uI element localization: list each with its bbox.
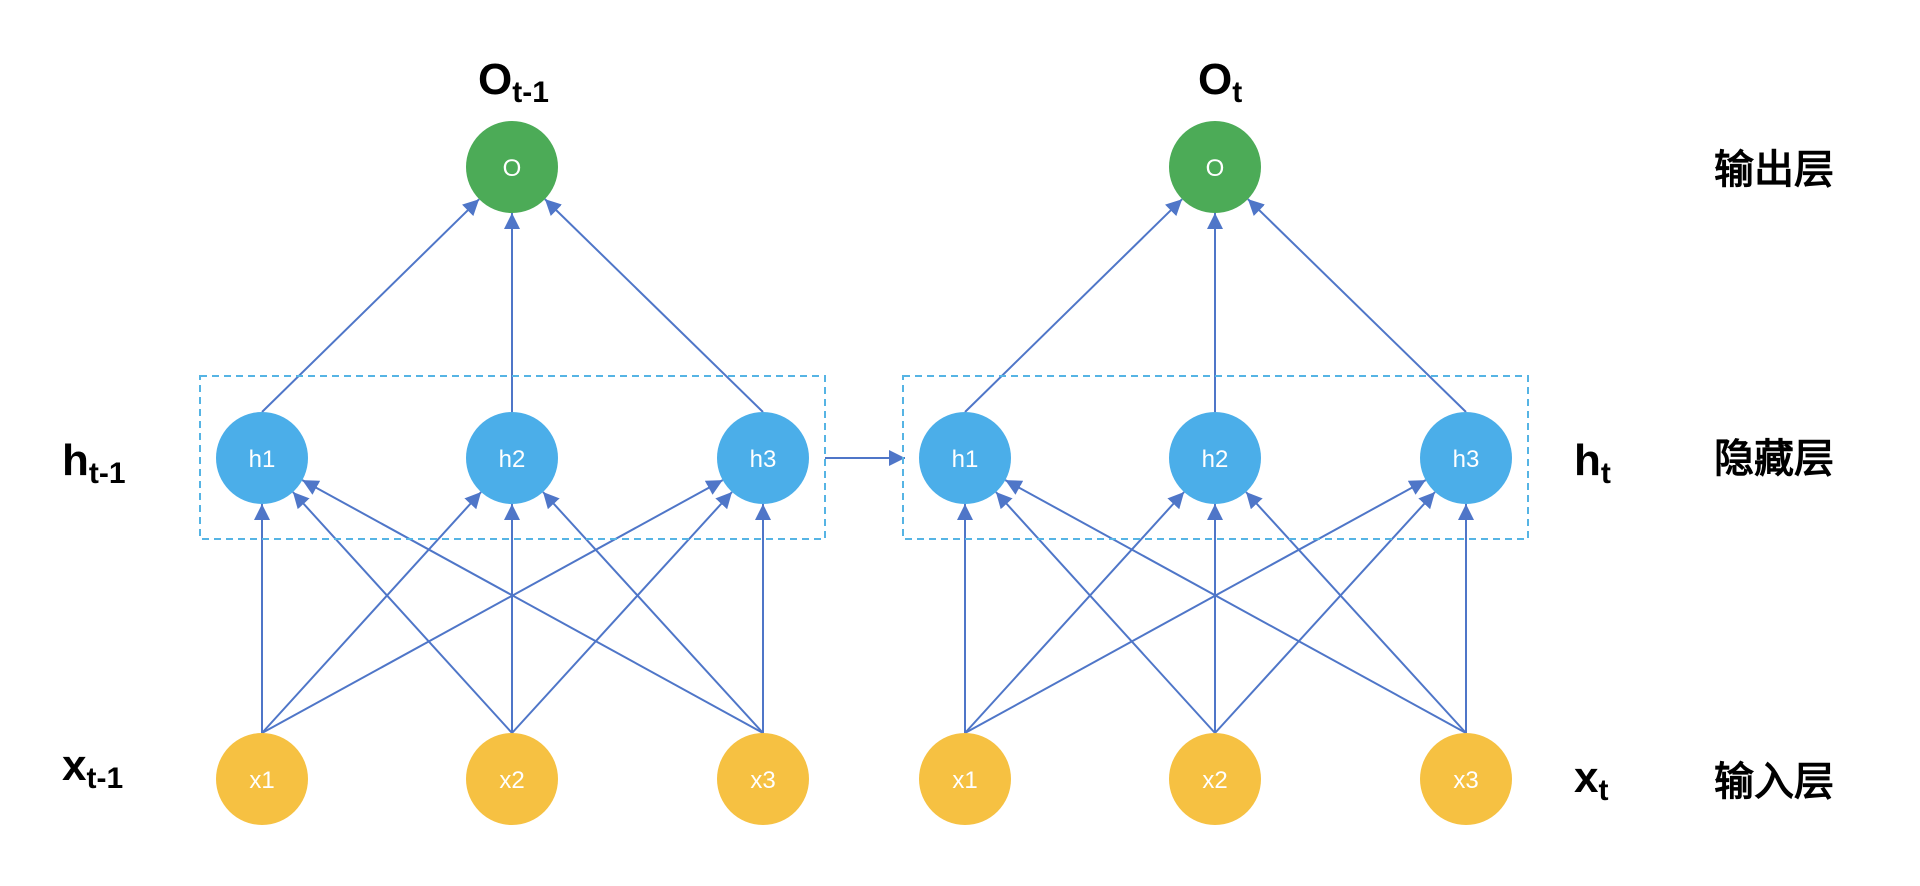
edge-hidden-output xyxy=(261,198,480,413)
edge-hidden-output xyxy=(964,198,1183,413)
hidden-node-label: h2 xyxy=(499,446,526,473)
hidden-node-circle xyxy=(717,412,809,504)
edge-input-hidden xyxy=(301,479,764,734)
hidden-label-prev: ht-1 xyxy=(62,436,126,490)
edges xyxy=(254,198,1474,734)
output-node: O xyxy=(1169,121,1261,213)
hidden-node-circle xyxy=(216,412,308,504)
hidden-node-label: h1 xyxy=(952,446,979,473)
hidden-node-circle xyxy=(1420,412,1512,504)
input-node-label: x3 xyxy=(1453,767,1478,794)
input-node: x2 xyxy=(1169,733,1261,825)
hidden-layer-boxes xyxy=(199,375,1529,540)
edge-input-hidden xyxy=(1214,491,1436,734)
input-node: x2 xyxy=(466,733,558,825)
hidden-node: h1 xyxy=(216,412,308,504)
output-label-curr: Ot xyxy=(1198,55,1242,109)
edge-hidden-output xyxy=(1247,198,1467,413)
input-node-circle xyxy=(1169,733,1261,825)
input-node: x1 xyxy=(919,733,1011,825)
hidden-layer-box xyxy=(199,375,826,540)
input-node-circle xyxy=(919,733,1011,825)
output-node-label: O xyxy=(503,155,522,182)
input-node-label: x3 xyxy=(750,767,775,794)
input-node-label: x2 xyxy=(499,767,524,794)
hidden-node-circle xyxy=(919,412,1011,504)
input-node: x3 xyxy=(717,733,809,825)
hidden-node-label: h3 xyxy=(1453,446,1480,473)
hidden-layer-box xyxy=(902,375,1529,540)
hidden-node: h3 xyxy=(717,412,809,504)
edge-input-hidden xyxy=(1245,491,1467,734)
input-label-curr: xt xyxy=(1574,753,1608,807)
output-label-prev: Ot-1 xyxy=(478,55,549,109)
edge-input-hidden xyxy=(995,491,1216,734)
hidden-node-label: h2 xyxy=(1202,446,1229,473)
layer-label-input: 输入层 xyxy=(1714,759,1834,805)
input-node-circle xyxy=(216,733,308,825)
output-node-circle xyxy=(1169,121,1261,213)
hidden-node: h2 xyxy=(1169,412,1261,504)
hidden-node-circle xyxy=(1169,412,1261,504)
input-node-circle xyxy=(717,733,809,825)
output-node-circle xyxy=(466,121,558,213)
hidden-node-label: h1 xyxy=(249,446,276,473)
hidden-node-circle xyxy=(466,412,558,504)
hidden-node: h3 xyxy=(1420,412,1512,504)
edge-input-hidden xyxy=(1004,479,1467,734)
edge-hidden-output xyxy=(544,198,764,413)
input-node: x3 xyxy=(1420,733,1512,825)
input-label-prev: xt-1 xyxy=(62,741,123,795)
hidden-node: h2 xyxy=(466,412,558,504)
output-node: O xyxy=(466,121,558,213)
hidden-node: h1 xyxy=(919,412,1011,504)
nodes: Oh1 h2 h3 x1 x2 x3 Oh1 h2 h3 x1 x2 x3 xyxy=(216,121,1512,825)
edge-input-hidden xyxy=(542,491,764,734)
input-node-circle xyxy=(1420,733,1512,825)
input-node-label: x2 xyxy=(1202,767,1227,794)
edge-input-hidden xyxy=(261,491,482,734)
hidden-label-curr: ht xyxy=(1574,436,1611,490)
input-node-circle xyxy=(466,733,558,825)
input-node-label: x1 xyxy=(249,767,274,794)
input-node-label: x1 xyxy=(952,767,977,794)
layer-label-hidden: 隐藏层 xyxy=(1714,436,1834,482)
edge-input-hidden xyxy=(292,491,513,734)
hidden-node-label: h3 xyxy=(750,446,777,473)
edge-input-hidden xyxy=(511,491,733,734)
layer-label-output: 输出层 xyxy=(1714,147,1834,193)
edge-input-hidden xyxy=(261,479,724,734)
output-node-label: O xyxy=(1206,155,1225,182)
input-node: x1 xyxy=(216,733,308,825)
edge-input-hidden xyxy=(964,479,1427,734)
edge-input-hidden xyxy=(964,491,1185,734)
